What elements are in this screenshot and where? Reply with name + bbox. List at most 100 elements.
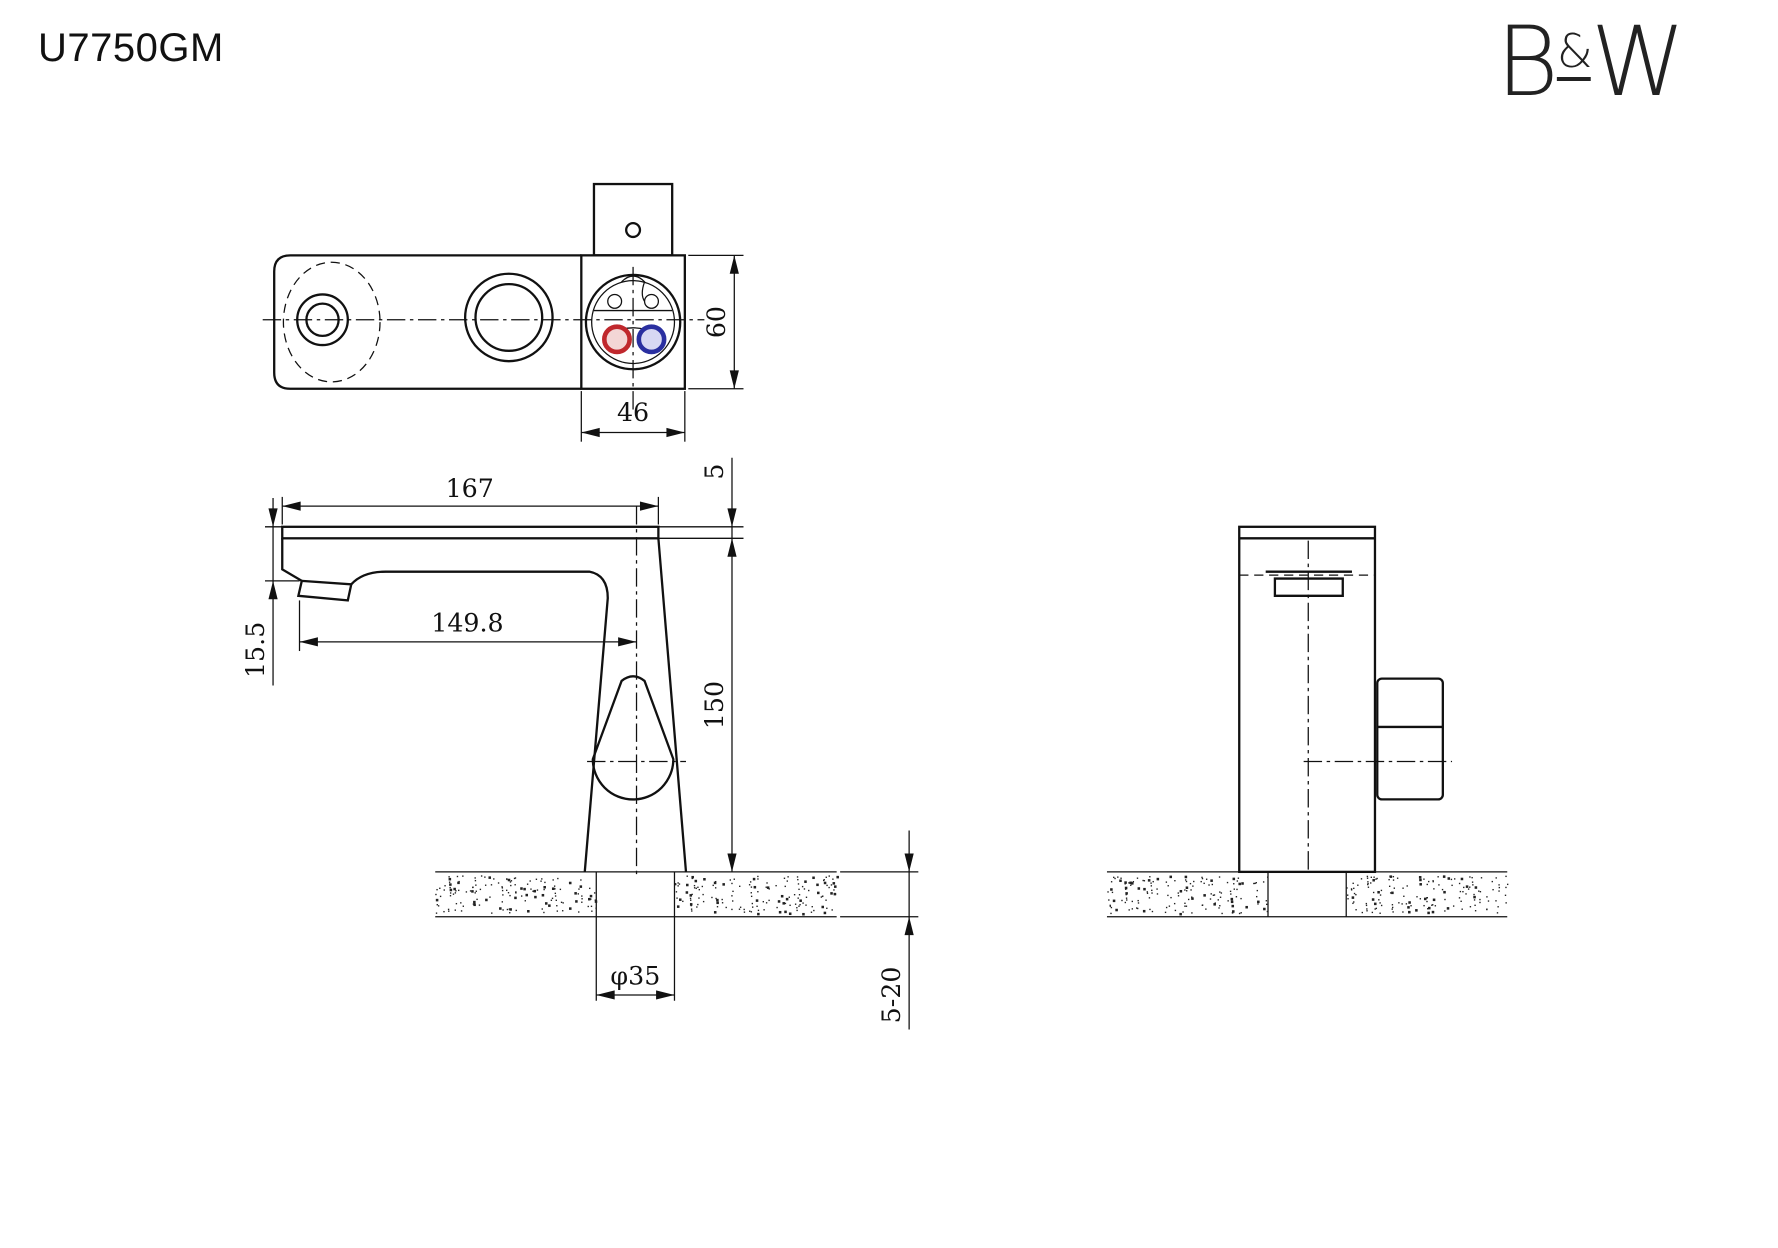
stipple-dot — [803, 888, 806, 890]
stipple-dot — [1392, 911, 1394, 913]
stipple-dot — [799, 903, 801, 906]
stipple-dot — [1389, 875, 1393, 878]
stipple-dot — [499, 907, 502, 910]
stipple-dot — [690, 908, 693, 910]
stipple-dot — [502, 894, 504, 896]
stipple-dot — [1406, 885, 1408, 887]
stipple-dot — [1169, 875, 1173, 879]
stipple-dot — [436, 904, 438, 906]
stipple-dot — [1236, 880, 1239, 882]
stipple-dot — [693, 884, 696, 887]
stipple-dot — [502, 909, 504, 911]
stipple-dot — [452, 893, 455, 895]
stipple-dot — [1236, 888, 1238, 891]
stipple-dot — [787, 876, 789, 878]
stipple-dot — [1446, 907, 1450, 910]
stipple-dot — [808, 889, 810, 892]
stipple-dot — [1156, 893, 1159, 895]
stipple-dot — [828, 886, 830, 889]
stipple-dot — [485, 898, 488, 902]
stipple-dot — [1151, 892, 1153, 894]
stipple-dot — [1423, 897, 1427, 901]
stipple-dot — [1353, 887, 1355, 890]
stipple-dot — [825, 876, 827, 878]
stipple-dot — [1402, 911, 1404, 913]
stipple-dot — [1459, 890, 1462, 893]
stipple-dot — [541, 893, 545, 897]
stipple-dot — [1257, 900, 1260, 904]
stipple-dot — [556, 905, 558, 907]
stipple-dot — [1115, 908, 1118, 912]
stipple-dot — [1253, 882, 1255, 885]
stipple-dot — [725, 906, 727, 909]
stipple-dot — [1505, 886, 1507, 889]
stipple-dot — [1454, 878, 1456, 880]
spout-body — [281, 538, 688, 872]
stipple-dot — [1444, 898, 1446, 901]
top-view: 60 46 — [262, 182, 744, 442]
stipple-dot — [453, 887, 456, 891]
stipple-dot — [1373, 876, 1375, 878]
front-view — [1106, 525, 1508, 918]
stipple-dot — [716, 898, 719, 902]
stipple-dot — [449, 888, 453, 892]
handle-top — [592, 182, 674, 257]
dim-cartridge-height: 60 — [702, 306, 731, 338]
stipple-dot — [788, 896, 790, 898]
stipple-dot — [1182, 911, 1184, 913]
stipple-dot — [1478, 890, 1480, 892]
stipple-dot — [1403, 895, 1405, 897]
stipple-dot — [675, 891, 678, 893]
stipple-dot — [581, 895, 583, 897]
stipple-dot — [1372, 891, 1375, 894]
stipple-dot — [1221, 912, 1223, 915]
stipple-dot — [696, 906, 698, 908]
stipple-dot — [1131, 900, 1133, 903]
stipple-dot — [788, 912, 792, 916]
stipple-dot — [548, 904, 551, 907]
stipple-dot — [766, 882, 768, 884]
stipple-dot — [1492, 888, 1494, 891]
stipple-dot — [794, 903, 797, 905]
stipple-dot — [1201, 877, 1204, 880]
stipple-dot — [822, 879, 825, 882]
stipple-dot — [551, 887, 555, 891]
stipple-dot — [1131, 908, 1134, 910]
stipple-dot — [1136, 877, 1139, 879]
stipple-dot — [1431, 904, 1433, 906]
stipple-dot — [1438, 884, 1440, 886]
stipple-dot — [1201, 904, 1204, 907]
stipple-dot — [541, 908, 543, 910]
stipple-dot — [805, 904, 807, 906]
stipple-dot — [1124, 901, 1127, 904]
stipple-dot — [1186, 890, 1188, 892]
stipple-dot — [1231, 904, 1235, 908]
stipple-dot — [1125, 888, 1127, 890]
stipple-dot — [784, 910, 787, 914]
stipple-dot — [1371, 911, 1374, 914]
sensor-ring-outer — [463, 272, 554, 363]
stipple-dot — [590, 898, 592, 900]
stipple-dot — [1142, 909, 1146, 913]
stipple-dot — [1167, 885, 1169, 887]
stipple-dot — [1265, 900, 1268, 902]
front-aerator — [1265, 570, 1352, 597]
stipple-dot — [473, 900, 476, 904]
stipple-dot — [458, 880, 460, 883]
stipple-dot — [798, 894, 801, 896]
stipple-dot — [1418, 876, 1422, 879]
stipple-dot — [551, 897, 554, 900]
stipple-dot — [1179, 912, 1182, 916]
stipple-dot — [506, 889, 508, 892]
stipple-dot — [686, 883, 689, 887]
stipple-dot — [1367, 886, 1370, 888]
stipple-dot — [1487, 900, 1490, 902]
stipple-dot — [1201, 876, 1203, 879]
stipple-dot — [691, 910, 693, 912]
stipple-dot — [1235, 896, 1238, 898]
stipple-dot — [1377, 890, 1380, 894]
stipple-dot — [828, 875, 830, 877]
stipple-dot — [480, 875, 483, 877]
stipple-dot — [1189, 882, 1192, 885]
stipple-dot — [748, 884, 751, 886]
